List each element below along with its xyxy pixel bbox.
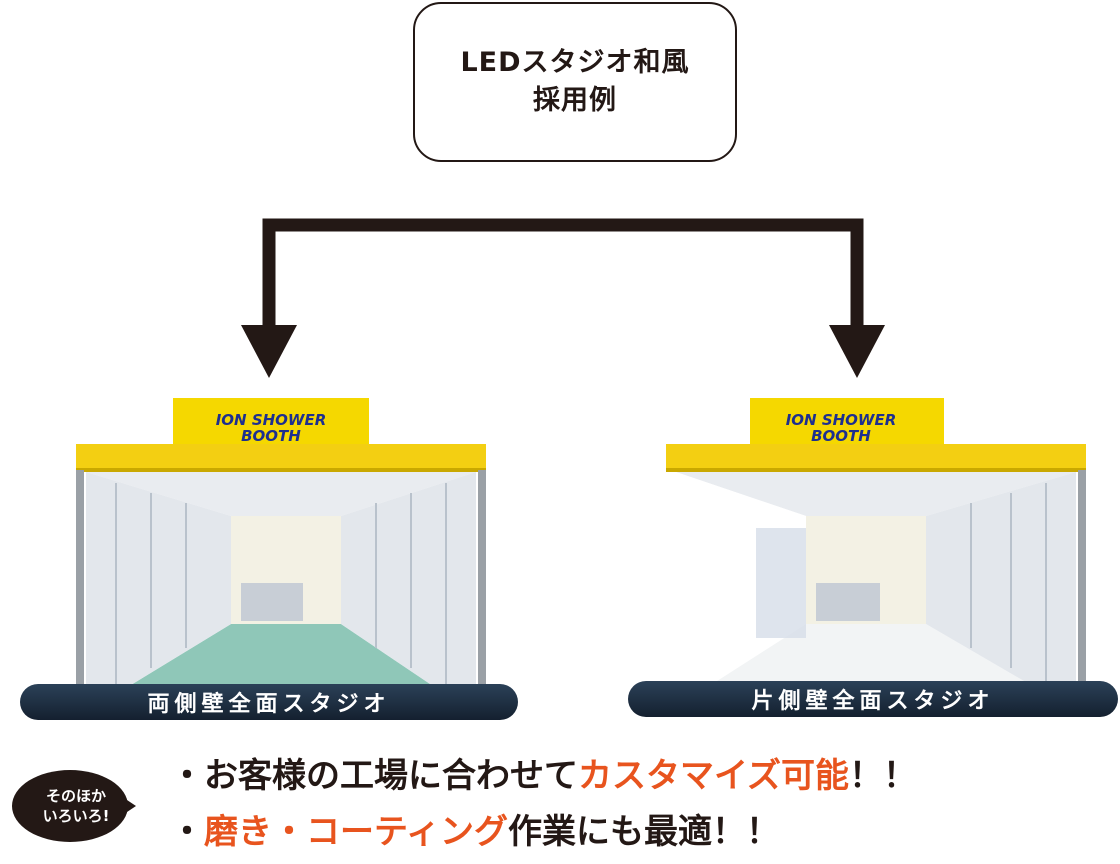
sign-line-2: BOOTH	[811, 427, 871, 445]
booth-canopy	[666, 444, 1086, 470]
booth-ceiling	[676, 472, 1076, 516]
sign-line-1: ION SHOWER	[215, 411, 327, 429]
arrow-left-head	[241, 325, 297, 378]
note-polishing: ・磨き・コーティング作業にも最適！！	[170, 810, 780, 854]
note-customizable: ・お客様の工場に合わせてカスタマイズ可能！！	[170, 754, 917, 798]
bubble-line-1: そのほか	[45, 787, 106, 805]
note-highlight: カスタマイズ可能	[578, 756, 849, 796]
note-text: お客様の工場に合わせて	[204, 756, 578, 796]
note-highlight: 磨き・コーティング	[204, 812, 508, 852]
booth-illustration	[666, 398, 1086, 692]
note-suffix: ！！	[711, 812, 780, 852]
booth-right-wall	[926, 472, 1076, 688]
booth-ceiling	[86, 472, 476, 516]
booth-sign-text: ION SHOWER BOOTH	[178, 412, 364, 444]
title-box: LEDスタジオ和風 採用例	[413, 2, 737, 162]
sign-line-1: ION SHOWER	[785, 411, 897, 429]
booth-sign	[173, 398, 369, 450]
booth-left-wall	[86, 472, 231, 688]
booth-one-wall: ION SHOWER BOOTH	[636, 398, 1096, 738]
booth-sign	[750, 398, 944, 450]
title-line-2: 採用例	[533, 85, 617, 116]
connector-line	[262, 218, 864, 330]
booth-floor	[126, 624, 436, 688]
note-bullet: ・	[170, 756, 204, 796]
arrow-right-head	[829, 325, 885, 378]
booth-both-walls: ION SHOWER BOOTH	[56, 398, 516, 738]
booth-illustration	[76, 398, 486, 692]
booth-curtain	[756, 528, 806, 638]
note-bullet: ・	[170, 812, 204, 852]
bubble-line-2: いろいろ!	[42, 807, 110, 825]
sign-line-2: BOOTH	[241, 427, 301, 445]
speech-bubble: そのほか いろいろ!	[10, 768, 136, 844]
booth-label-one-wall: 片側壁全面スタジオ	[628, 681, 1118, 717]
booth-canopy	[76, 444, 486, 470]
speech-bubble-shape	[12, 770, 136, 842]
note-text: 作業にも最適	[507, 812, 712, 852]
note-suffix: ！！	[848, 756, 917, 796]
title-line-1: LEDスタジオ和風	[460, 47, 690, 78]
speech-bubble-text: そのほか いろいろ!	[20, 768, 132, 844]
booth-sign-text: ION SHOWER BOOTH	[748, 412, 934, 444]
booth-right-wall	[341, 472, 476, 688]
booth-label-both-walls: 両側壁全面スタジオ	[20, 684, 518, 720]
